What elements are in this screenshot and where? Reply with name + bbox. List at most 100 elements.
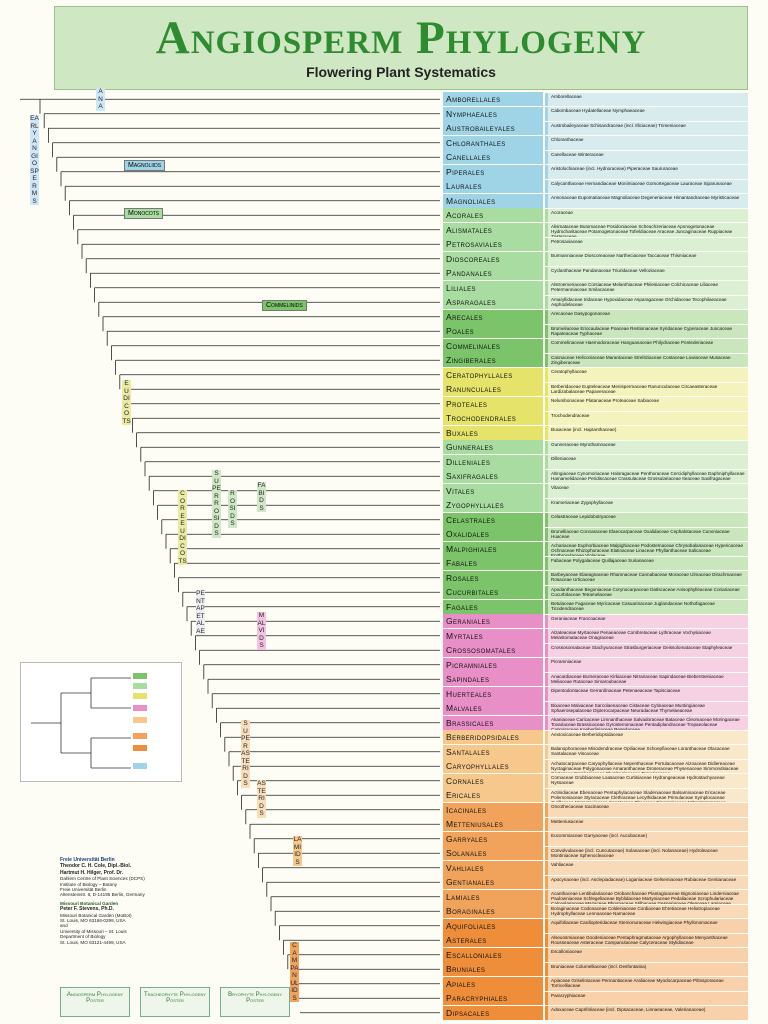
- families-lamiales: Acanthaceae Lentibulariaceae Orobanchace…: [545, 890, 748, 904]
- affiliation-3: Freie Universität Berlin: [60, 887, 107, 893]
- order-magnoliales: Magnoliales: [443, 193, 543, 208]
- order-fagales: Fagales: [443, 599, 543, 614]
- order-petrosaviales: Petrosaviales: [443, 237, 543, 252]
- families-arecales: Arecaceae Dasypogonaceae: [545, 310, 748, 324]
- mini-tree-legend: [20, 662, 182, 782]
- order-vitales: Vitales: [443, 483, 543, 498]
- author-3: Peter F. Stevens, Ph.D.: [60, 906, 114, 913]
- families-piperales: Aristolochiaceae (incl. Hydnoraceae) Pip…: [545, 165, 748, 179]
- order-picramniales: Picramniales: [443, 657, 543, 672]
- families-bruniales: Bruniaceae Columelliaceae (incl. Desfont…: [545, 962, 748, 976]
- order-asterales: Asterales: [443, 933, 543, 948]
- order-oxalidales: Oxalidales: [443, 527, 543, 542]
- mobot-logo: Missouri Botanical Garden: [60, 900, 119, 906]
- families-apiales: Apiaceae Griseliniaceae Pennantiaceae Ar…: [545, 977, 748, 991]
- order-proteales: Proteales: [443, 396, 543, 411]
- families-malvales: Bixaceae Malvaceae Sarcolaenaceae Cistac…: [545, 701, 748, 715]
- families-santalales: Balanophoraceae Misodendraceae Opiliacea…: [545, 745, 748, 759]
- families-berberidopsidales: Aextoxicaceae Berberidopsidaceae: [545, 730, 748, 744]
- order-dipsacales: Dipsacales: [443, 1005, 543, 1020]
- families-ericales: Actinidiaceae Ebenaceae Pentaphylacaceae…: [545, 788, 748, 802]
- order-alismatales: Alismatales: [443, 222, 543, 237]
- families-escalloniales: Escalloniaceae: [545, 948, 748, 962]
- group-label-early-angiosperms: EARLY ANGIOSPERMS: [30, 115, 39, 205]
- order-caryophyllales: Caryophyllales: [443, 759, 543, 774]
- affiliation-9: St. Louis, MO 63121-4499, USA: [60, 939, 126, 945]
- families-pandanales: Cyclanthaceae Pandanaceae Triuridaceae V…: [545, 266, 748, 280]
- order-trochodendrales: Trochodendrales: [443, 411, 543, 426]
- order-malvales: Malvales: [443, 701, 543, 716]
- families-proteales: Nelumbonaceae Platanaceae Proteaceae Sab…: [545, 397, 748, 411]
- group-label-core-eudicots: CORE EUDICOTS: [178, 490, 187, 565]
- order-escalloniales: Escalloniales: [443, 947, 543, 962]
- order-rosales: Rosales: [443, 570, 543, 585]
- order-pandanales: Pandanales: [443, 266, 543, 281]
- families-garryales: Eucommiaceae Garryaceae (incl. Aucubacea…: [545, 832, 748, 846]
- families-dilleniales: Dilleniaceae: [545, 455, 748, 469]
- order-icacinales: Icacinales: [443, 802, 543, 817]
- poster-link-bryophyte[interactable]: Bryophyte Phylogeny Poster: [220, 987, 290, 1017]
- families-crossosomatales: Crossosomataceae Stachyuraceae Strasburg…: [545, 643, 748, 657]
- affiliation-and: and: [60, 923, 68, 929]
- clade-label-commelinids: Commelinids: [262, 300, 307, 311]
- families-cucurbitales: Apodanthaceae Begoniaceae Corynocarpacea…: [545, 585, 748, 599]
- families-asparagales: Amaryllidaceae Iridaceae Hypoxidaceae As…: [545, 295, 748, 309]
- families-saxifragales: Altingiaceae Cynomoriaceae Haloragaceae …: [545, 469, 748, 483]
- families-dioscoreales: Burmanniaceae Dioscoreaceae Nartheciacea…: [545, 252, 748, 266]
- families-sapindales: Anacardiaceae Burseraceae Kirkiaceae Nit…: [545, 672, 748, 686]
- order-zingiberales: Zingiberales: [443, 353, 543, 368]
- group-label-superasterids: SUPERASTERIDS: [241, 720, 250, 788]
- clade-label-magnoliids: Magnoliids: [124, 160, 166, 171]
- order-ceratophyllales: Ceratophyllales: [443, 367, 543, 382]
- families-rosales: Barbeyaceae Elaeagnaceae Rhamnaceae Cann…: [545, 571, 748, 585]
- order-ranunculales: Ranunculales: [443, 382, 543, 397]
- univ-logo: Freie Universität Berlin: [60, 857, 115, 863]
- families-boraginales: Boraginaceae Codonaceae Coldeniaceae Cor…: [545, 904, 748, 918]
- affiliation-2: Institute of Biology – Botany: [60, 881, 117, 887]
- order-austrobaileyales: Austrobaileyales: [443, 121, 543, 136]
- affiliation-7: University of Missouri – St. Louis: [60, 928, 127, 934]
- order-arecales: Arecales: [443, 309, 543, 324]
- families-alismatales: Alismataceae Butomaceae Posidoniaceae Sc…: [545, 223, 748, 237]
- order-solanales: Solanales: [443, 846, 543, 861]
- order-berberidopsidales: Berberidopsidales: [443, 730, 543, 745]
- order-sapindales: Sapindales: [443, 672, 543, 687]
- families-aquifoliales: Aquifoliaceae Cardiopteridaceae Stemonur…: [545, 919, 748, 933]
- families-buxales: Buxaceae (incl. Haptanthaceae): [545, 426, 748, 440]
- order-aquifoliales: Aquifoliales: [443, 918, 543, 933]
- poster-link-tracheophyte[interactable]: Tracheophyte Phylogeny Poster: [140, 987, 210, 1017]
- families-zingiberales: Cannaceae Heliconiaceae Marantaceae Stre…: [545, 353, 748, 367]
- order-fabales: Fabales: [443, 556, 543, 571]
- order-cucurbitales: Cucurbitales: [443, 585, 543, 600]
- order-boraginales: Boraginales: [443, 904, 543, 919]
- affiliation-6: St. Louis, MO 63166-0299, USA: [60, 918, 126, 924]
- order-buxales: Buxales: [443, 425, 543, 440]
- families-fagales: Betulaceae Fagaceae Myricaceae Casuarina…: [545, 600, 748, 614]
- order-lamiales: Lamiales: [443, 889, 543, 904]
- families-amborellales: Amborellaceae: [545, 92, 748, 106]
- affiliation-5: Missouri Botanical Garden (MoBot): [60, 912, 132, 918]
- order-commelinales: Commelinales: [443, 338, 543, 353]
- order-santalales: Santalales: [443, 744, 543, 759]
- order-paracryphiales: Paracryphiales: [443, 991, 543, 1006]
- poster-link-angiosperm[interactable]: Angiosperm Phylogeny Poster: [60, 987, 130, 1017]
- families-canellales: Canellaceae Winteraceae: [545, 150, 748, 164]
- order-canellales: Canellales: [443, 150, 543, 165]
- group-label-pentapetalae: PENTAPETALAE: [196, 590, 205, 635]
- families-oxalidales: Brunelliaceae Connaraceae Elaeocarpaceae…: [545, 527, 748, 541]
- order-crossosomatales: Crossosomatales: [443, 643, 543, 658]
- order-nymphaeales: Nymphaeales: [443, 106, 543, 121]
- group-label-rosids: ROSIDS: [228, 490, 237, 528]
- families-asterales: Alseuosmiaceae Goodeniaceae Pentaphragma…: [545, 933, 748, 947]
- order-malpighiales: Malpighiales: [443, 541, 543, 556]
- families-commelinales: Commelinaceae Haemodoraceae Hanguanaceae…: [545, 339, 748, 353]
- order-chloranthales: Chloranthales: [443, 135, 543, 150]
- families-trochodendrales: Trochodendraceae: [545, 411, 748, 425]
- families-icacinales: Oncothecaceae Icacinaceae: [545, 803, 748, 817]
- mini-tree-diagram: [31, 673, 147, 769]
- order-gunnerales: Gunnerales: [443, 440, 543, 455]
- families-celastrales: Celastraceae Lepidobotryaceae: [545, 513, 748, 527]
- order-poales: Poales: [443, 324, 543, 339]
- families-austrobaileyales: Austrobaileyaceae Schisandraceae (incl. …: [545, 121, 748, 135]
